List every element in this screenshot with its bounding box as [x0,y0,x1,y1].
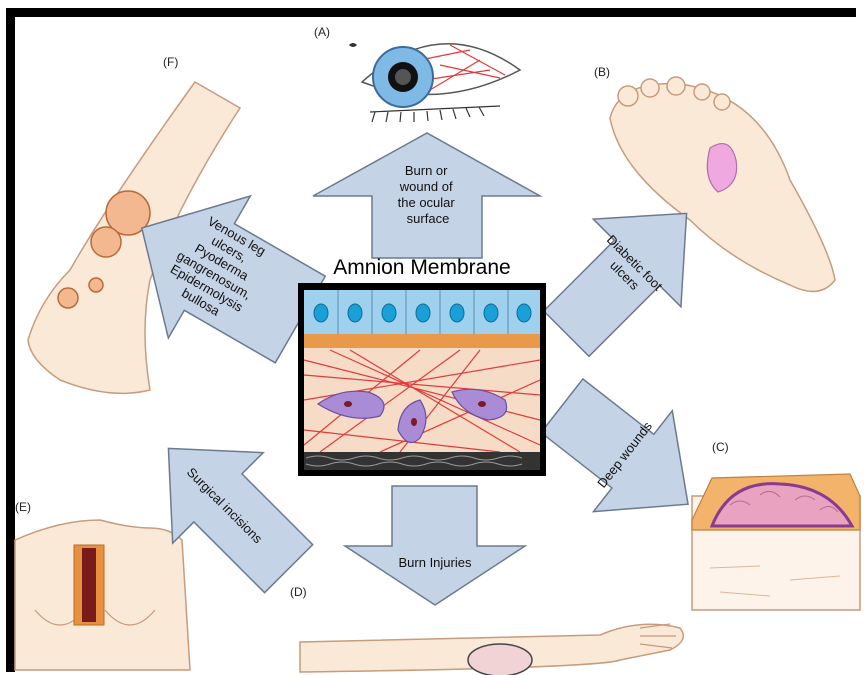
arrow-a: Burn or wound of the ocular surface [313,133,540,258]
arrow-d: Burn Injuries [345,486,525,605]
arrow-a-line-3: the ocular [398,195,456,210]
arm-burn [468,644,532,675]
membrane-cross-section [304,290,540,470]
arrow-d-text: Burn Injuries [399,555,472,570]
arrow-a-line-4: surface [407,211,450,226]
leg-ulcer-4 [89,278,103,292]
panel-c-deep-wound: (C) [692,440,860,610]
leg-ulcer-2 [91,227,121,257]
panel-b-label: (B) [594,65,610,79]
panel-a-eye: (A) [314,25,520,122]
center-title: Amnion Membrane [333,256,510,279]
panel-f-label: (F) [163,55,178,69]
arrow-a-line-2: wound of [399,179,453,194]
panel-a-label: (A) [314,25,330,39]
amnion-membrane: Amnion Membrane [298,256,546,476]
leg-ulcer-3 [58,288,78,308]
panel-e-label: (E) [15,500,31,514]
panel-d-arm: (D) [290,585,683,675]
panel-c-label: (C) [712,440,729,454]
arrow-a-line-1: Burn or [405,163,448,178]
panel-e-torso: (E) [15,500,190,670]
panel-d-label: (D) [290,585,307,599]
arrow-a-text: Burn or wound of the ocular surface [398,163,459,226]
